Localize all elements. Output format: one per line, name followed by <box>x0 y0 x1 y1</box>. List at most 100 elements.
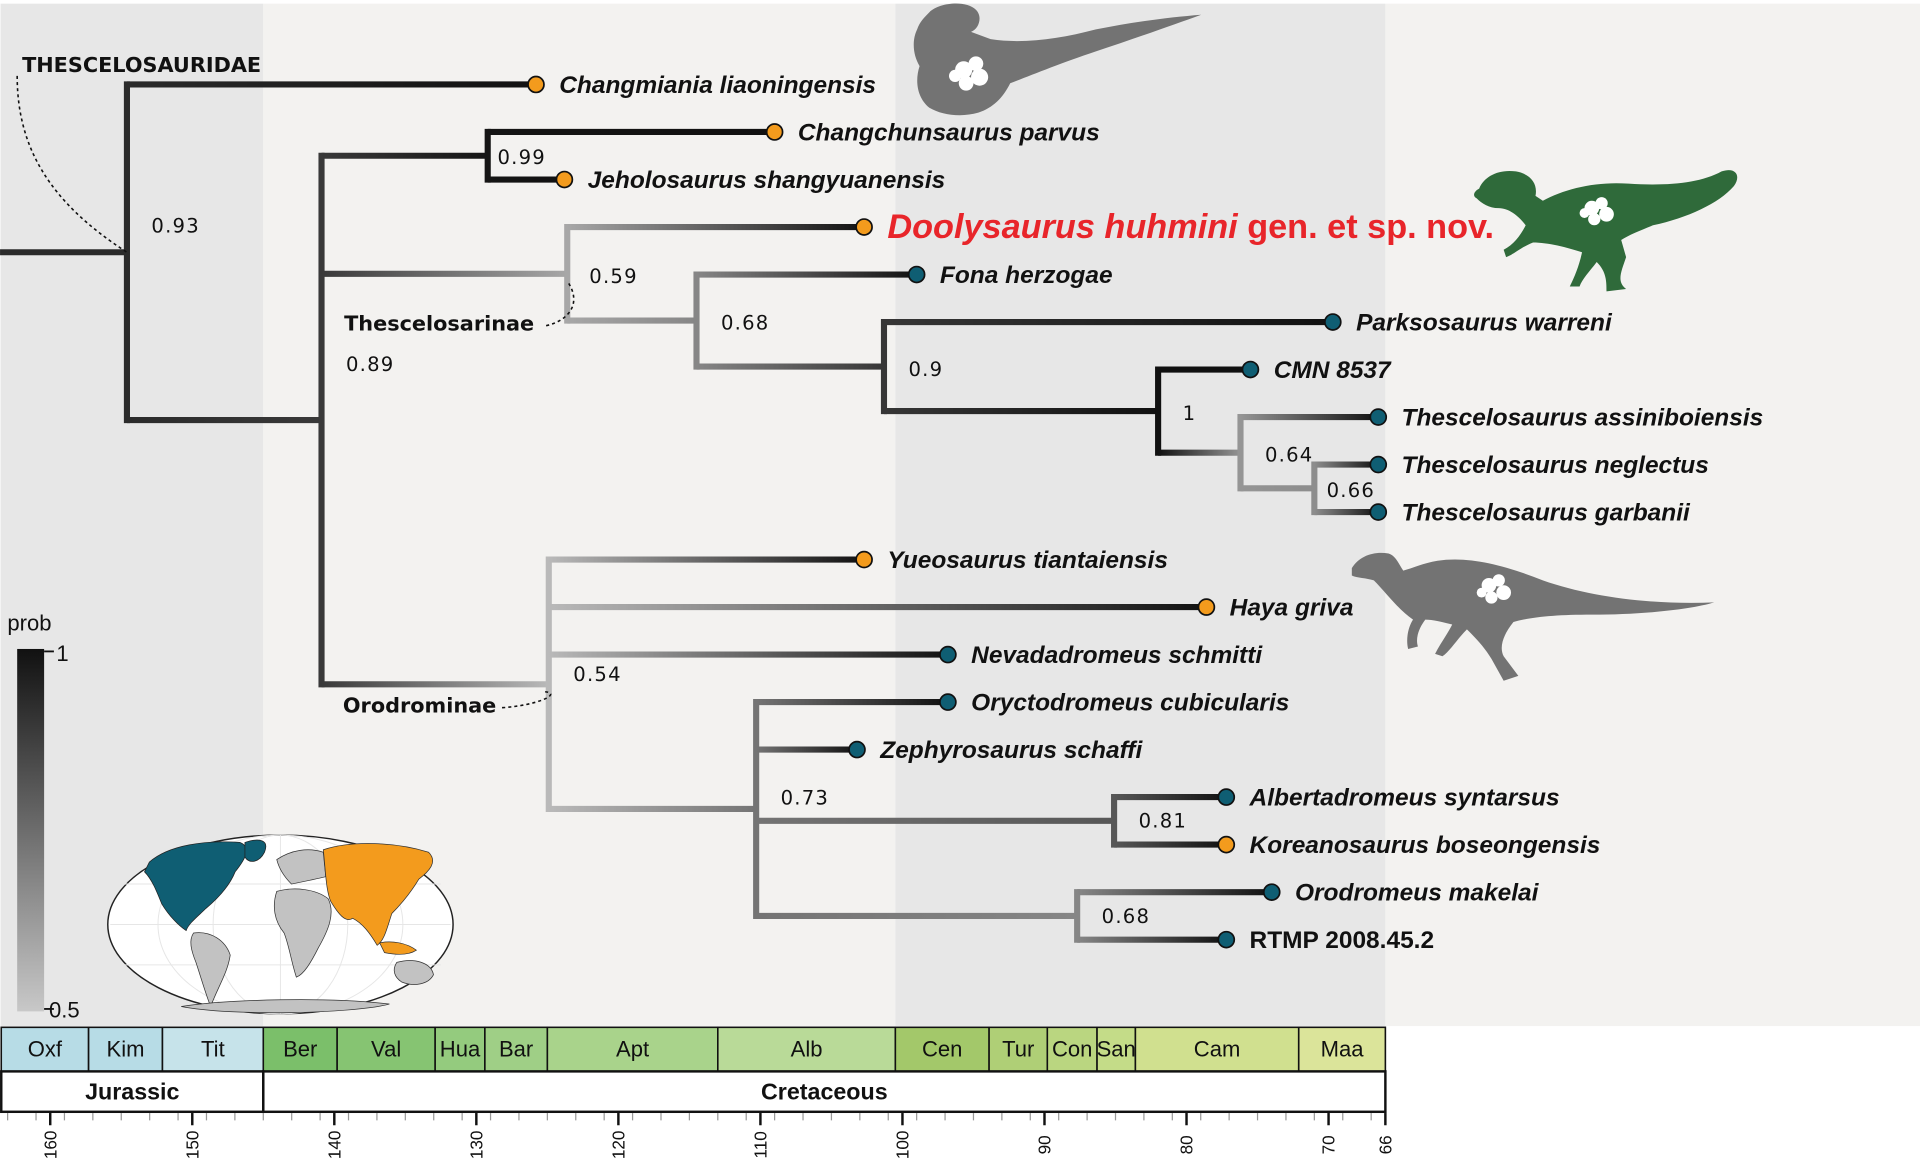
tip-marker <box>1241 360 1260 379</box>
probability-legend: prob 1 0.5 <box>7 611 79 1023</box>
tip-label: RTMP 2008.45.2 <box>1250 927 1435 954</box>
period-label: Cretaceous <box>761 1079 888 1105</box>
doolysaurus-silhouette <box>1474 170 1738 292</box>
map-greenland <box>244 839 267 862</box>
tip-marker <box>765 123 784 141</box>
tip-marker <box>1217 835 1236 854</box>
support-value: 0.68 <box>721 311 770 334</box>
support-value: 0.73 <box>781 786 830 809</box>
period-cell <box>262 1070 1387 1114</box>
stage-cell <box>894 1026 990 1073</box>
clade-leader-line <box>502 690 552 709</box>
world-map-inset <box>107 834 454 1015</box>
tick-label: 130 <box>466 1131 486 1160</box>
support-value: 0.54 <box>573 663 622 686</box>
map-australia <box>393 960 434 985</box>
tick-label: 70 <box>1319 1135 1339 1154</box>
tip-marker <box>1217 788 1236 806</box>
support-value: 0.93 <box>151 215 199 238</box>
stage-label: Apt <box>616 1037 649 1062</box>
clade-label: Thescelosarinae <box>344 312 534 336</box>
map-antarctica <box>181 999 390 1014</box>
tip-marker <box>1197 598 1216 616</box>
support-values: 0.930.890.990.590.680.910.640.660.540.73… <box>151 146 1376 928</box>
tip-label: Fona herzogae <box>940 262 1113 289</box>
stage-cell <box>87 1026 164 1073</box>
stage-label: Hua <box>440 1037 481 1062</box>
tip-marker <box>1262 883 1281 901</box>
stage-label: Bar <box>499 1037 533 1062</box>
support-value: 0.59 <box>589 265 638 288</box>
time-band <box>895 3 1386 1027</box>
tip-label: Thescelosaurus assiniboiensis <box>1402 405 1764 432</box>
orodromine-silhouette <box>1351 552 1715 681</box>
new-taxon-label: Doolysaurus huhmini gen. et sp. nov. <box>887 208 1494 246</box>
tip-marker <box>1369 408 1388 426</box>
tip-label: Koreanosaurus boseongensis <box>1250 832 1601 859</box>
tick-label: 160 <box>40 1131 60 1160</box>
period-label: Jurassic <box>85 1079 179 1105</box>
legend-min-label: 0.5 <box>49 998 80 1023</box>
tip-marker <box>855 550 873 569</box>
stage-label: Con <box>1052 1037 1092 1062</box>
stage-label: Maa <box>1321 1037 1365 1062</box>
stage-cell <box>717 1026 897 1073</box>
tip-marker <box>1369 455 1388 474</box>
support-value: 0.66 <box>1327 479 1376 502</box>
tip-label: Albertadromeus syntarsus <box>1249 785 1560 812</box>
tip-label: CMN 8537 <box>1274 357 1392 384</box>
legend-max-label: 1 <box>56 641 68 666</box>
support-value: 0.99 <box>498 146 547 169</box>
tip-marker <box>555 170 574 189</box>
tip-marker <box>907 265 926 284</box>
stage-label: Ber <box>283 1037 317 1062</box>
stage-cell <box>0 1026 90 1073</box>
tip-marker <box>855 218 873 236</box>
tip-marker <box>1324 313 1342 331</box>
map-north-america <box>144 841 247 932</box>
tip-marker <box>1369 503 1388 521</box>
stage-label: San <box>1097 1037 1136 1062</box>
stage-label: Cen <box>922 1037 962 1062</box>
stage-label: Cam <box>1194 1037 1241 1062</box>
stage-cell <box>434 1026 486 1073</box>
stage-cell <box>988 1026 1049 1073</box>
tick-label: 120 <box>609 1131 629 1160</box>
tip-marker <box>848 740 866 759</box>
tip-label: Yueosaurus tiantaiensis <box>887 547 1168 574</box>
clade-leader-line <box>16 75 128 253</box>
tip-label: Thescelosaurus neglectus <box>1402 452 1709 479</box>
clade-label: THESCELOSAURIDAE <box>22 53 261 77</box>
tip-label: Changchunsaurus parvus <box>798 120 1100 147</box>
stage-cell <box>1096 1026 1137 1073</box>
stage-cell <box>484 1026 549 1073</box>
tick-label: 110 <box>751 1131 771 1158</box>
stage-label: Oxf <box>28 1037 63 1062</box>
tip-label: Zephyrosaurus schaffi <box>879 737 1143 764</box>
tick-label: 100 <box>893 1131 913 1160</box>
tip-marker <box>939 693 957 711</box>
stage-label: Alb <box>791 1037 823 1062</box>
tip-label: Nevadadromeus schmitti <box>971 642 1263 669</box>
map-africa <box>273 888 332 978</box>
stage-label: Tur <box>1002 1037 1034 1062</box>
legend-title: prob <box>7 611 51 636</box>
tip-label: Parksosaurus warreni <box>1356 310 1613 337</box>
support-value: 0.64 <box>1265 444 1314 467</box>
tip-marker <box>527 75 545 94</box>
stage-cell <box>336 1026 436 1073</box>
clade-label: Orodrominae <box>343 694 496 718</box>
tip-label: Oryctodromeus cubicularis <box>971 690 1289 717</box>
support-value: 0.89 <box>346 353 395 376</box>
stage-label: Val <box>371 1037 401 1062</box>
stage-label: Kim <box>107 1037 145 1062</box>
stage-cell <box>262 1026 338 1073</box>
changmiania-silhouette <box>913 3 1202 116</box>
tip-label: Thescelosaurus garbanii <box>1402 500 1691 527</box>
map-se-asia-islands <box>379 941 417 955</box>
tick-label: 140 <box>324 1131 344 1160</box>
support-value: 1 <box>1183 402 1197 425</box>
map-asia <box>322 843 433 946</box>
